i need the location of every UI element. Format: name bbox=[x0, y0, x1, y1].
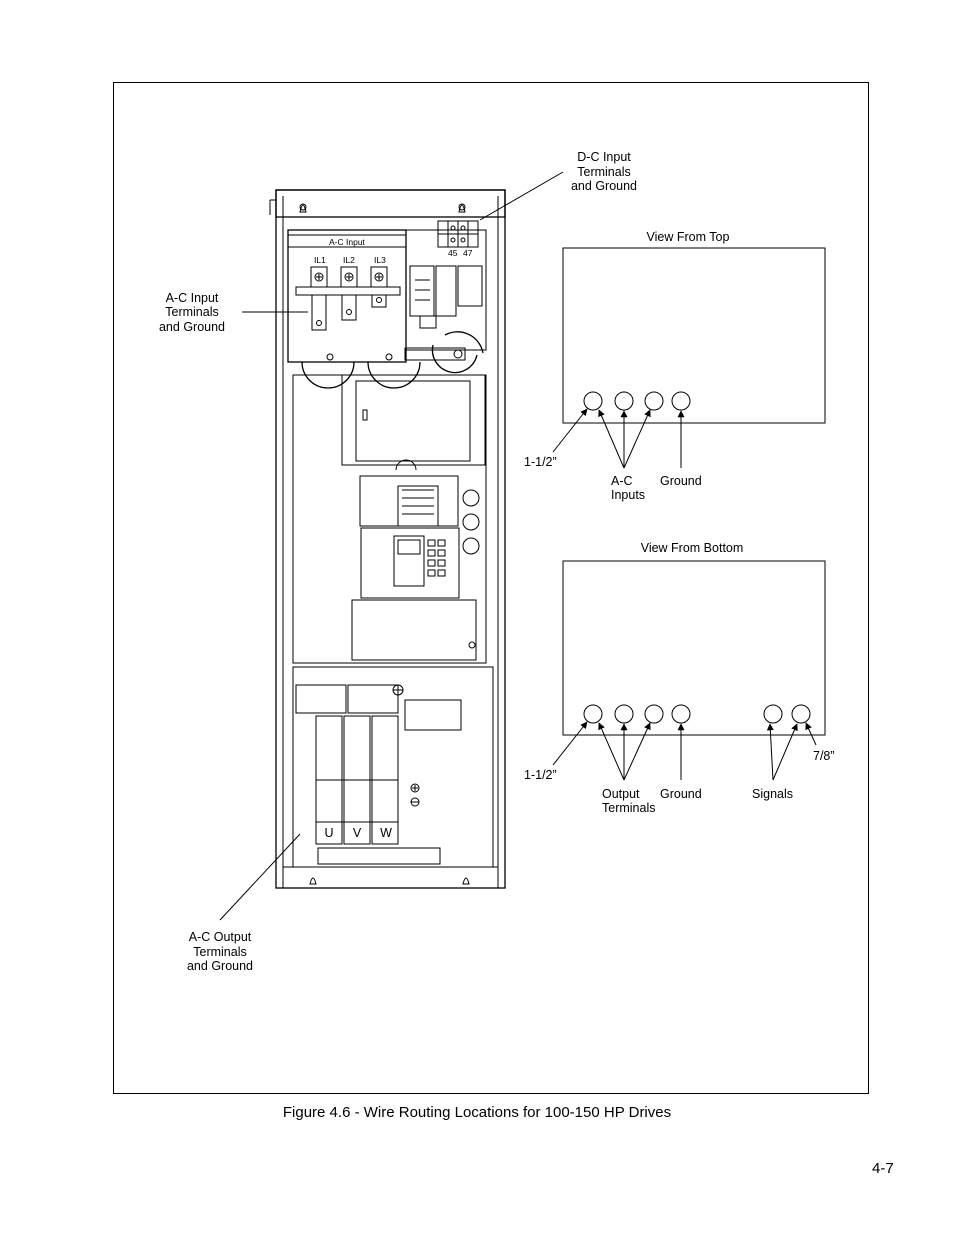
terminal-47-label: 47 bbox=[463, 248, 473, 258]
dc-input-label-line3: and Ground bbox=[571, 179, 637, 193]
ac-input-bar-label: A-C Input bbox=[329, 237, 366, 247]
bottom-size-label: 1-1/2” bbox=[524, 768, 557, 782]
terminal-45-label: 45 bbox=[448, 248, 458, 258]
bottom-hole-3 bbox=[644, 704, 664, 724]
top-hole-3 bbox=[644, 391, 664, 411]
ac-input-callout: A-C Input Terminals and Ground bbox=[159, 291, 308, 334]
il2-label: IL2 bbox=[343, 255, 355, 265]
dc-input-label-line2: Terminals bbox=[577, 165, 631, 179]
top-hole-2 bbox=[614, 391, 634, 411]
u-terminal-label: U bbox=[324, 826, 333, 840]
dc-input-callout: D-C Input Terminals and Ground bbox=[479, 150, 637, 221]
bottom-signal-size-label: 7/8” bbox=[813, 749, 835, 763]
bottom-signal-hole-1 bbox=[763, 704, 783, 724]
ac-input-label-line2: Terminals bbox=[165, 305, 219, 319]
dc-input-label-line1: D-C Input bbox=[577, 150, 631, 164]
view-top-title: View From Top bbox=[647, 230, 730, 244]
view-from-bottom: View From Bottom 1-1/2” 7/8” Output Term… bbox=[524, 541, 835, 815]
bottom-ground-label: Ground bbox=[660, 787, 702, 801]
drive-cabinet: A-C Input IL1 IL2 IL3 45 47 bbox=[269, 189, 506, 889]
bottom-hole-4 bbox=[671, 704, 691, 724]
top-hole-1 bbox=[583, 391, 603, 411]
figure-frame bbox=[113, 82, 869, 1094]
bottom-signals-label: Signals bbox=[752, 787, 793, 801]
ac-output-label-line2: Terminals bbox=[193, 945, 247, 959]
bottom-output-terminals-line1: Output bbox=[602, 787, 640, 801]
ac-input-label-line3: and Ground bbox=[159, 320, 225, 334]
il1-label: IL1 bbox=[314, 255, 326, 265]
top-ac-inputs-line2: Inputs bbox=[611, 488, 645, 502]
figure-caption: Figure 4.6 - Wire Routing Locations for … bbox=[282, 1104, 672, 1121]
ac-output-label-line1: A-C Output bbox=[189, 930, 252, 944]
page-number: 4-7 bbox=[872, 1160, 894, 1177]
top-size-label: 1-1/2” bbox=[524, 455, 557, 469]
il3-label: IL3 bbox=[374, 255, 386, 265]
bottom-hole-1 bbox=[583, 704, 603, 724]
ac-input-label-line1: A-C Input bbox=[166, 291, 219, 305]
top-ground-label: Ground bbox=[660, 474, 702, 488]
bottom-output-terminals-line2: Terminals bbox=[602, 801, 656, 815]
ac-output-callout: A-C Output Terminals and Ground bbox=[187, 833, 301, 973]
w-terminal-label: W bbox=[380, 826, 392, 840]
view-from-top: View From Top 1-1/2” A-C Inputs Ground bbox=[524, 230, 826, 502]
bottom-hole-2 bbox=[614, 704, 634, 724]
top-ac-inputs-line1: A-C bbox=[611, 474, 633, 488]
bottom-signal-hole-2 bbox=[791, 704, 811, 724]
v-terminal-label: V bbox=[353, 826, 362, 840]
top-hole-4 bbox=[671, 391, 691, 411]
view-bottom-title: View From Bottom bbox=[641, 541, 744, 555]
ac-output-label-line3: and Ground bbox=[187, 959, 253, 973]
